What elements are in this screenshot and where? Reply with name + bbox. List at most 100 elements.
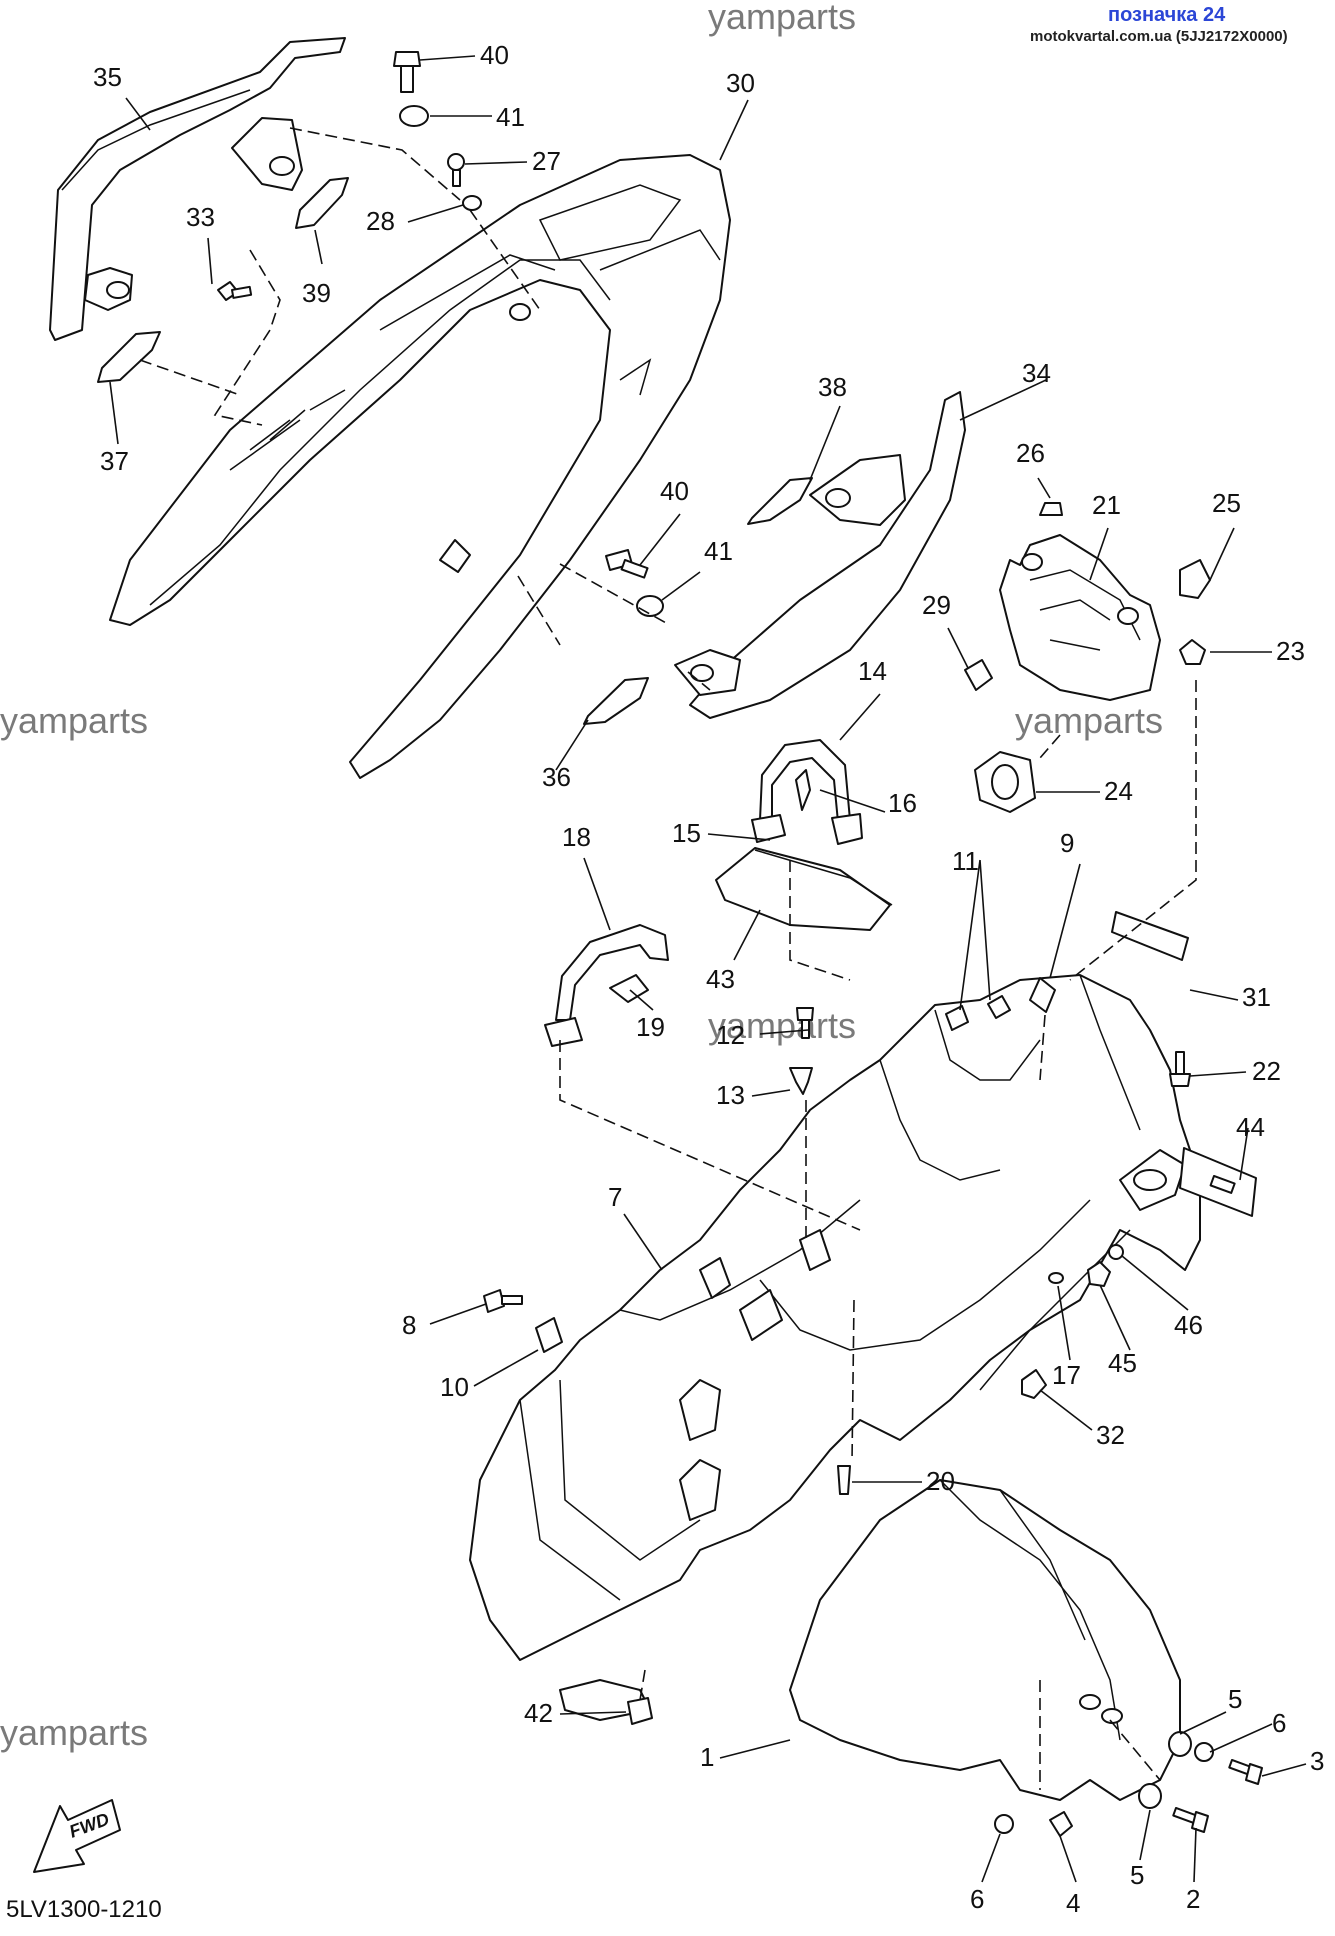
callout-38: 38 — [818, 372, 847, 402]
callout-16: 16 — [888, 788, 917, 818]
callout-41-top: 41 — [496, 102, 525, 132]
callout-5-upper: 5 — [1228, 1684, 1242, 1714]
cap-42 — [627, 1697, 653, 1725]
callout-41-mid: 41 — [704, 536, 733, 566]
callout-34: 34 — [1022, 358, 1051, 388]
callout-45: 45 — [1108, 1348, 1137, 1378]
bolt-40-mid — [605, 549, 649, 579]
leader-lines — [109, 55, 1307, 1883]
bolt-11 — [945, 995, 1011, 1031]
collar-5-lower — [1138, 1783, 1162, 1809]
callout-24: 24 — [1104, 776, 1133, 806]
callout-2: 2 — [1186, 1884, 1200, 1914]
callout-15: 15 — [672, 818, 701, 848]
source-subtitle: motokvartal.com.ua (5JJ2172X0000) — [1030, 28, 1288, 45]
watermark-center: yamparts — [708, 1005, 857, 1046]
callout-29: 29 — [922, 590, 951, 620]
callout-27: 27 — [532, 146, 561, 176]
grommet-pad-39 — [295, 177, 349, 229]
bracket-21-part — [999, 534, 1161, 701]
clip-23 — [1179, 639, 1206, 665]
callout-8: 8 — [402, 1310, 416, 1340]
clip-10 — [535, 1317, 563, 1353]
callout-40-mid: 40 — [660, 476, 689, 506]
callout-1: 1 — [700, 1742, 714, 1772]
callout-20: 20 — [926, 1466, 955, 1496]
collar-41-mid — [636, 595, 664, 617]
label-31 — [1111, 911, 1189, 961]
callout-9: 9 — [1060, 828, 1074, 858]
collar-5-upper — [1168, 1731, 1192, 1757]
callout-11: 11 — [952, 846, 979, 876]
grommet-pad-37 — [97, 331, 161, 383]
nut-4 — [1049, 1811, 1073, 1837]
callout-39: 39 — [302, 278, 331, 308]
callout-19: 19 — [636, 1012, 665, 1042]
callout-40-top: 40 — [480, 40, 509, 70]
strap-14-part — [751, 739, 863, 845]
callout-13: 13 — [716, 1080, 745, 1110]
reflector-44-part — [1179, 1147, 1257, 1217]
callout-7: 7 — [608, 1182, 622, 1212]
callout-35: 35 — [93, 62, 122, 92]
nut-45 — [1087, 1261, 1111, 1287]
bolt-3 — [1228, 1759, 1263, 1785]
callout-31: 31 — [1242, 982, 1271, 1012]
callout-44: 44 — [1236, 1112, 1265, 1142]
screw-27 — [447, 153, 465, 187]
callout-42: 42 — [524, 1698, 553, 1728]
callout-36: 36 — [542, 762, 571, 792]
callout-labels: 35 40 41 27 28 30 33 39 37 34 38 26 21 2… — [93, 40, 1324, 1918]
callout-5-lower: 5 — [1130, 1860, 1144, 1890]
callout-17: 17 — [1052, 1360, 1081, 1390]
callout-46: 46 — [1174, 1310, 1203, 1340]
bolt-40-top — [393, 51, 421, 93]
bolt-22 — [1169, 1051, 1191, 1087]
callout-6-right: 6 — [1272, 1708, 1286, 1738]
cap-26 — [1039, 502, 1063, 516]
washer-6-bottom — [994, 1814, 1014, 1834]
callout-30: 30 — [726, 68, 755, 98]
callout-6-bottom: 6 — [970, 1884, 984, 1914]
callout-37: 37 — [100, 446, 129, 476]
rivet-20 — [837, 1465, 851, 1495]
alignment-lines — [139, 127, 1197, 1790]
bolt-8 — [483, 1289, 523, 1313]
clip-29 — [964, 659, 993, 691]
callout-12: 12 — [716, 1020, 745, 1050]
clip-9 — [1029, 977, 1056, 1013]
watermark-left-lower: yamparts — [0, 1712, 149, 1753]
washer-46 — [1108, 1244, 1124, 1260]
strap-18-part — [544, 924, 669, 1047]
grommet-24 — [974, 751, 1036, 813]
grommet-pad-36 — [583, 677, 649, 725]
callout-32: 32 — [1096, 1420, 1125, 1450]
bolt-33 — [217, 281, 253, 301]
grab-bar-right-part — [674, 391, 966, 719]
watermark-left-upper: yamparts — [0, 700, 149, 741]
callout-10: 10 — [440, 1372, 469, 1402]
clip-25 — [1179, 559, 1211, 599]
pin-16 — [795, 769, 811, 811]
nut-28 — [462, 195, 482, 211]
callout-18: 18 — [562, 822, 591, 852]
collar-41-top — [399, 105, 429, 127]
callout-14: 14 — [858, 656, 887, 686]
diagram-code: 5LV1300-1210 — [6, 1896, 162, 1923]
callout-22: 22 — [1252, 1056, 1281, 1086]
clip-13 — [789, 1067, 813, 1095]
callout-25: 25 — [1212, 488, 1241, 518]
grab-bar-left-part — [49, 37, 346, 341]
washer-17 — [1048, 1272, 1064, 1284]
callout-23: 23 — [1276, 636, 1305, 666]
tail-cowling-part — [109, 154, 731, 779]
washer-6-right — [1194, 1742, 1214, 1762]
bolt-2 — [1172, 1806, 1209, 1833]
grommet-pad-38 — [747, 477, 813, 525]
page-title: позначка 24 — [1108, 4, 1226, 26]
clip-32 — [1021, 1369, 1047, 1399]
callout-28: 28 — [366, 206, 395, 236]
callout-3: 3 — [1310, 1746, 1324, 1776]
watermark-right-upper: yamparts — [1015, 700, 1164, 741]
